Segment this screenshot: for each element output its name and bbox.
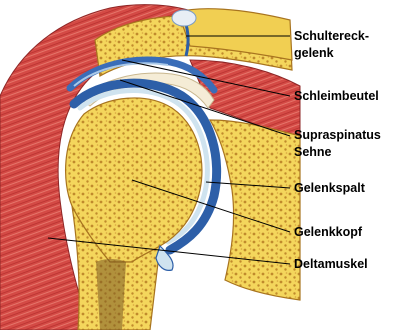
- marrow-cavity: [96, 259, 126, 330]
- label-supraspinatus-line1: Supraspinatus: [294, 128, 381, 142]
- label-supraspinatus-line2: Sehne: [294, 145, 332, 159]
- label-deltoid: Deltamuskel: [294, 257, 368, 271]
- label-bursa: Schleimbeutel: [294, 89, 379, 103]
- label-joint-space: Gelenkspalt: [294, 181, 366, 195]
- label-acromioclavicular-line2: gelenk: [294, 46, 334, 60]
- ac-joint-capsule: [172, 10, 196, 26]
- label-humeral-head: Gelenkkopf: [294, 225, 363, 239]
- label-acromioclavicular-line1: Schultereck-: [294, 29, 369, 43]
